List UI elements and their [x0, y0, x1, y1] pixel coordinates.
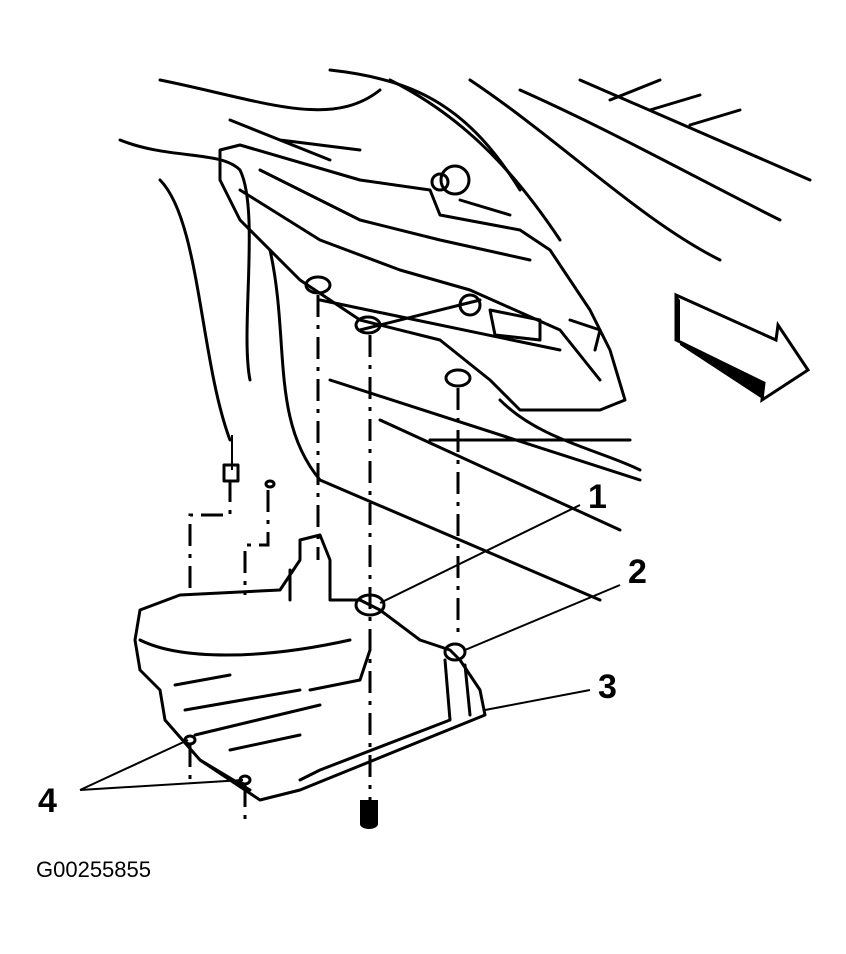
- vehicle-body-outline: [118, 68, 812, 602]
- crossmember: [218, 118, 627, 412]
- callout-3: 3: [598, 668, 617, 706]
- callout-4: 4: [38, 782, 57, 820]
- fasteners: [188, 295, 460, 829]
- figure-code: G00255855: [36, 857, 151, 882]
- arrow-right-icon: [674, 292, 811, 404]
- leader-lines: [79, 504, 621, 791]
- callout-2: 2: [628, 553, 647, 591]
- skid-plate: [133, 533, 487, 802]
- callout-1: 1: [588, 478, 607, 516]
